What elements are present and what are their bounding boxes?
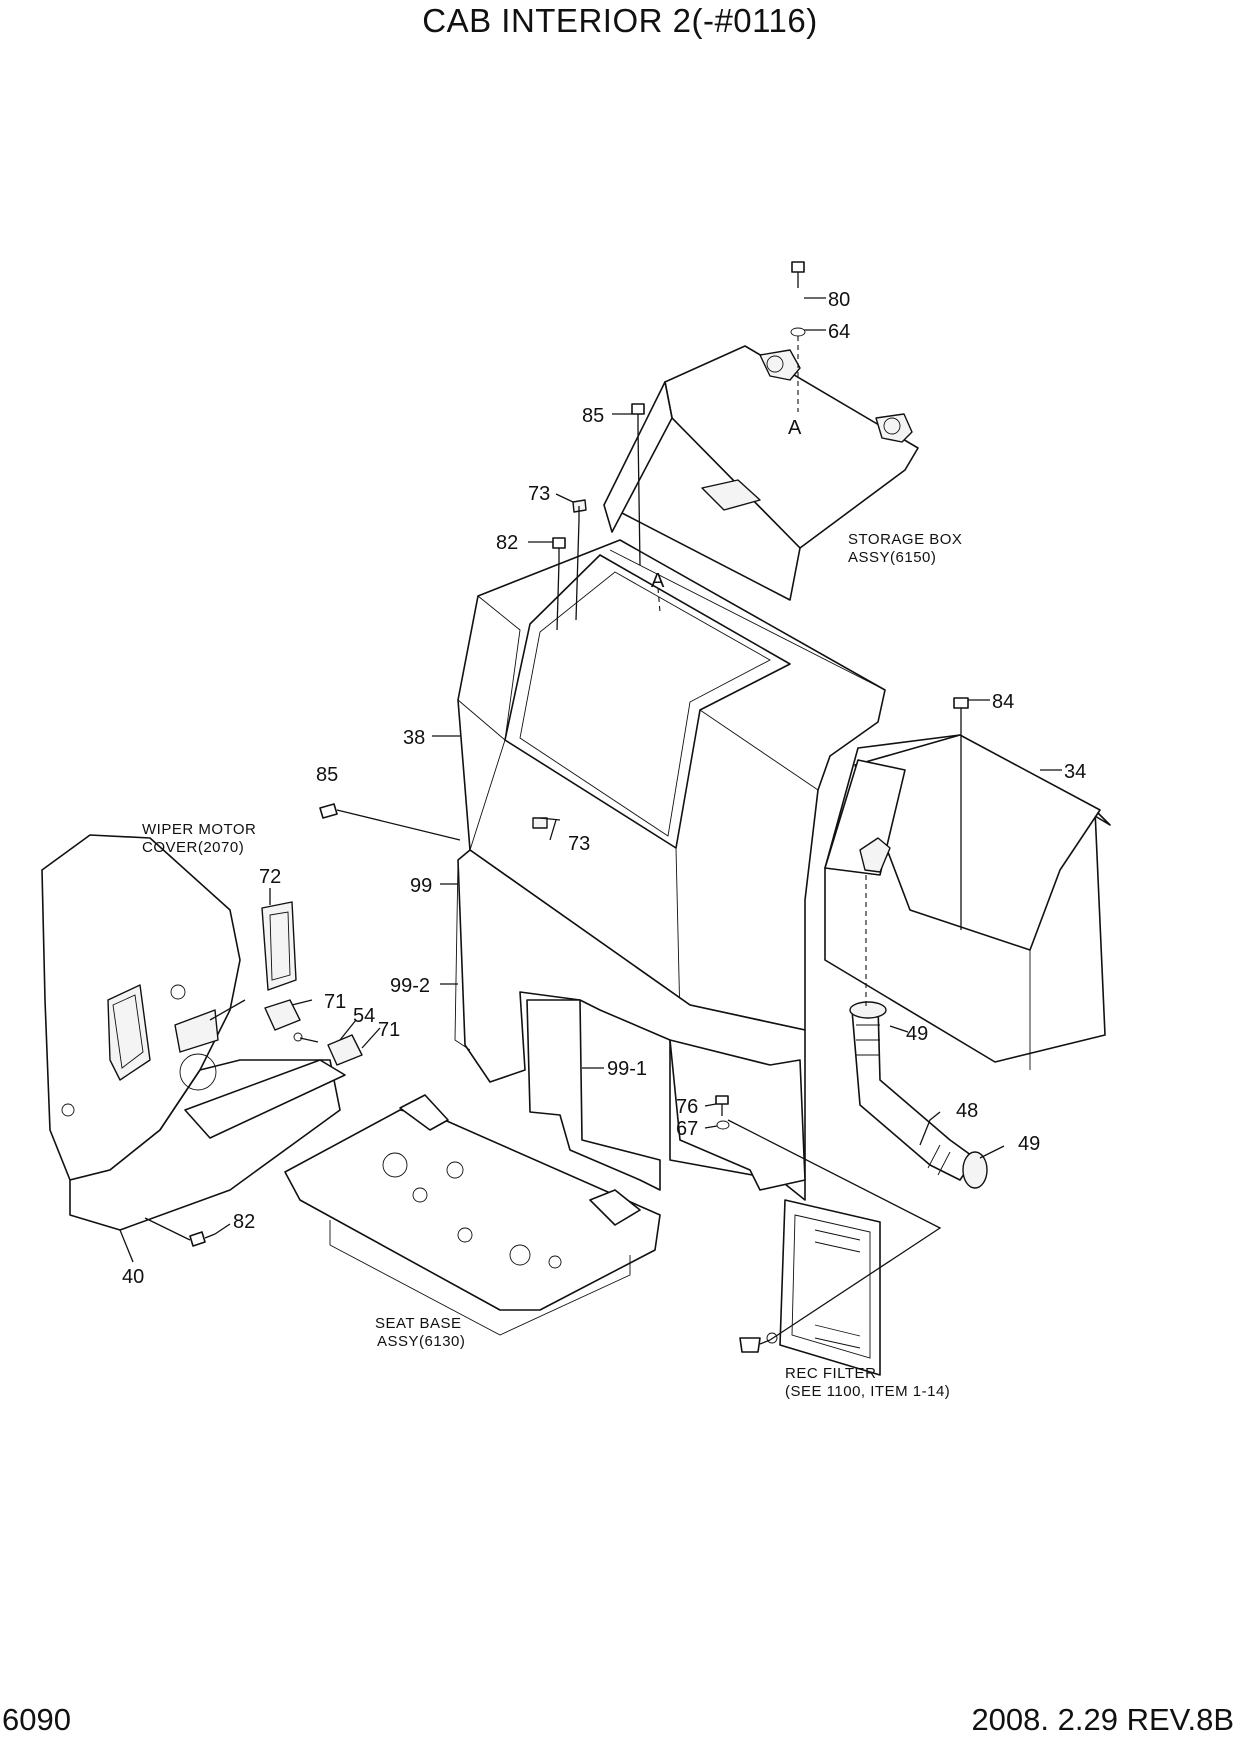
note-seat-base-line1: SEAT BASE: [375, 1315, 461, 1332]
screw-54: [293, 1032, 319, 1043]
side-box-34: [824, 734, 1111, 1070]
seat-base: [284, 1094, 661, 1336]
bolt-84: [953, 697, 969, 722]
callout-A-panel: A: [651, 570, 665, 592]
note-storage-box-line1: STORAGE BOX: [848, 531, 962, 548]
bolt-76: [715, 1095, 729, 1116]
revision-date: 2008. 2.29 REV.8B: [971, 1702, 1234, 1737]
callout-48: 48: [956, 1100, 978, 1122]
callout-71-lower: 71: [378, 1019, 400, 1041]
callout-99-2: 99-2: [390, 975, 430, 997]
cap-71b: [327, 1034, 363, 1066]
wing-bolt: [739, 1332, 778, 1353]
washer-67: [716, 1120, 730, 1130]
callout-80: 80: [828, 289, 850, 311]
callout-71-upper: 71: [324, 991, 346, 1013]
rear-panel-38: [457, 539, 886, 1031]
callout-85-lid: 85: [582, 405, 604, 427]
washer-64: [790, 327, 806, 337]
page-number: 6090: [2, 1702, 71, 1737]
callout-82-bottom: 82: [233, 1211, 255, 1233]
bolt-82b: [189, 1231, 216, 1247]
note-wiper-motor-line2: COVER(2070): [142, 839, 244, 856]
note-storage-box-line2: ASSY(6150): [848, 549, 936, 566]
callout-40: 40: [122, 1266, 144, 1288]
lower-panel-99: [454, 849, 806, 1201]
bolt-82a: [552, 537, 566, 562]
callout-99-1: 99-1: [607, 1058, 647, 1080]
switch-72: [261, 901, 297, 991]
air-duct-hose-48: [849, 1001, 988, 1189]
callout-73-panel: 73: [568, 833, 590, 855]
callout-49-bottom: 49: [1018, 1133, 1040, 1155]
callout-54: 54: [353, 1005, 375, 1027]
bolt-85b: [319, 803, 338, 819]
note-wiper-motor-line1: WIPER MOTOR: [142, 821, 256, 838]
callout-49-top: 49: [906, 1023, 928, 1045]
wiper-motor-cover-40: [41, 834, 346, 1231]
callout-84: 84: [992, 691, 1014, 713]
callout-38: 38: [403, 727, 425, 749]
note-seat-base-line2: ASSY(6130): [377, 1333, 465, 1350]
storage-box-lid: [603, 345, 919, 601]
callout-82-top: 82: [496, 532, 518, 554]
leader-lines: [119, 297, 1062, 1341]
rec-filter: [779, 1199, 881, 1376]
callout-73-top: 73: [528, 483, 550, 505]
note-rec-filter-line2: (SEE 1100, ITEM 1-14): [785, 1383, 950, 1400]
page-title: CAB INTERIOR 2(-#0116): [422, 2, 818, 39]
clip-73b: [532, 817, 548, 829]
callout-72: 72: [259, 866, 281, 888]
callout-34: 34: [1064, 761, 1086, 783]
note-rec-filter-line1: REC FILTER: [785, 1365, 876, 1382]
cap-71a: [264, 999, 301, 1031]
callout-85-left: 85: [316, 764, 338, 786]
callout-99: 99: [410, 875, 432, 897]
callout-64: 64: [828, 321, 850, 343]
callout-A-lid: A: [788, 417, 802, 439]
bolt-85a: [631, 403, 645, 430]
callout-67: 67: [676, 1118, 698, 1140]
bolt-80: [791, 261, 805, 288]
callout-76: 76: [676, 1096, 698, 1118]
